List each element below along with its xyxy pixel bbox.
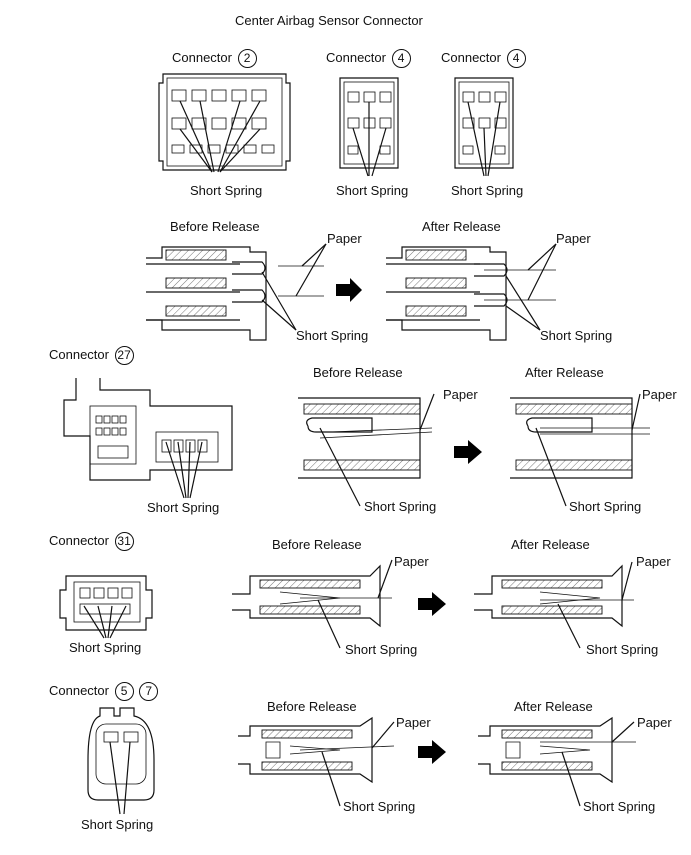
connector-4b-heading: Connector 4 bbox=[441, 49, 526, 68]
row2-after-release-section bbox=[386, 243, 557, 341]
paper-label: Paper bbox=[556, 231, 591, 246]
row2-before-release-section bbox=[146, 243, 327, 341]
c27-after-release-section bbox=[510, 393, 650, 507]
connector-word: Connector bbox=[49, 682, 109, 698]
paper-label: Paper bbox=[636, 554, 671, 569]
connector-27-front-view bbox=[63, 378, 233, 499]
short-spring-label: Short Spring bbox=[147, 500, 220, 515]
short-spring-label: Short Spring bbox=[451, 183, 524, 198]
c31-after-release-section bbox=[474, 561, 634, 649]
short-spring-label: Short Spring bbox=[81, 817, 154, 832]
connector-31-front-view bbox=[59, 575, 153, 639]
after-release-label: After Release bbox=[422, 219, 501, 234]
c57-before-release-section bbox=[238, 716, 395, 807]
connector-word: Connector bbox=[441, 49, 501, 65]
before-release-label: Before Release bbox=[267, 699, 357, 714]
connector-31-heading: Connector 31 bbox=[49, 532, 134, 551]
connector-4b-front-view bbox=[454, 77, 514, 177]
paper-label: Paper bbox=[396, 715, 431, 730]
connector-number-31: 31 bbox=[114, 532, 134, 551]
page-title: Center Airbag Sensor Connector bbox=[235, 13, 423, 28]
paper-label: Paper bbox=[327, 231, 362, 246]
c27-before-release-section bbox=[298, 393, 435, 507]
connector-number-27: 27 bbox=[114, 346, 134, 365]
paper-label: Paper bbox=[394, 554, 429, 569]
connector-2-heading: Connector 2 bbox=[172, 49, 257, 68]
short-spring-label: Short Spring bbox=[345, 642, 418, 657]
connector-2-front-view bbox=[158, 73, 291, 173]
short-spring-label: Short Spring bbox=[69, 640, 142, 655]
short-spring-label: Short Spring bbox=[190, 183, 263, 198]
short-spring-label: Short Spring bbox=[296, 328, 369, 343]
connector-word: Connector bbox=[172, 49, 232, 65]
connector-4a-heading: Connector 4 bbox=[326, 49, 411, 68]
connector-5-7-heading: Connector 5 7 bbox=[49, 682, 159, 701]
paper-label: Paper bbox=[443, 387, 478, 402]
after-release-label: After Release bbox=[525, 365, 604, 380]
arrow-right-icon bbox=[336, 278, 362, 302]
connector-word: Connector bbox=[326, 49, 386, 65]
after-release-label: After Release bbox=[511, 537, 590, 552]
arrow-right-icon bbox=[454, 440, 482, 464]
short-spring-label: Short Spring bbox=[540, 328, 613, 343]
short-spring-label: Short Spring bbox=[583, 799, 656, 814]
c57-after-release-section bbox=[478, 716, 636, 807]
connector-number-2: 2 bbox=[237, 49, 257, 68]
connector-4a-front-view bbox=[339, 77, 399, 177]
arrow-right-icon bbox=[418, 740, 446, 764]
connector-5-7-front-view bbox=[87, 707, 155, 815]
paper-label: Paper bbox=[637, 715, 672, 730]
before-release-label: Before Release bbox=[170, 219, 260, 234]
c31-before-release-section bbox=[232, 559, 393, 649]
short-spring-label: Short Spring bbox=[586, 642, 659, 657]
connector-number-7: 7 bbox=[139, 682, 159, 701]
short-spring-label: Short Spring bbox=[569, 499, 642, 514]
paper-label: Paper bbox=[642, 387, 677, 402]
connector-number-5: 5 bbox=[114, 682, 134, 701]
connector-word: Connector bbox=[49, 346, 109, 362]
short-spring-label: Short Spring bbox=[336, 183, 409, 198]
connector-number-4: 4 bbox=[391, 49, 411, 68]
short-spring-label: Short Spring bbox=[343, 799, 416, 814]
arrow-right-icon bbox=[418, 592, 446, 616]
after-release-label: After Release bbox=[514, 699, 593, 714]
short-spring-label: Short Spring bbox=[364, 499, 437, 514]
connector-27-heading: Connector 27 bbox=[49, 346, 134, 365]
connector-word: Connector bbox=[49, 532, 109, 548]
before-release-label: Before Release bbox=[272, 537, 362, 552]
before-release-label: Before Release bbox=[313, 365, 403, 380]
connector-number-4: 4 bbox=[506, 49, 526, 68]
